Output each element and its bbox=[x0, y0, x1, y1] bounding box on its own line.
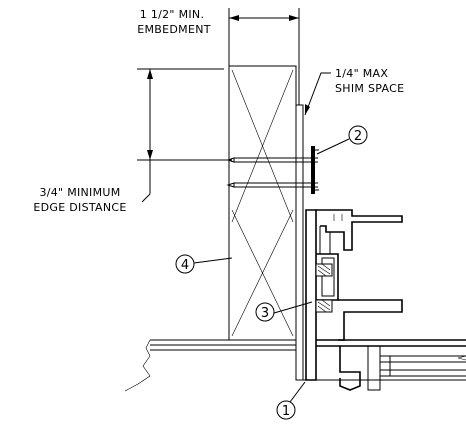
floor-substrate bbox=[124, 339, 466, 392]
callout-2-number: 2 bbox=[354, 129, 362, 144]
shim-leader bbox=[304, 72, 331, 116]
wood-buck bbox=[228, 65, 297, 341]
shim-leader-arrow bbox=[305, 104, 310, 115]
callout-3-number: 3 bbox=[261, 306, 269, 321]
fasteners bbox=[226, 146, 319, 194]
edge-label-line1: 3/4" MINIMUM bbox=[39, 186, 120, 199]
shim-label-line1: 1/4" MAX bbox=[335, 67, 388, 80]
callout-1: 1 bbox=[276, 381, 306, 420]
callout-4-number: 4 bbox=[181, 258, 189, 273]
callout-1-number: 1 bbox=[282, 404, 290, 419]
shim bbox=[295, 104, 304, 381]
callout-4: 4 bbox=[175, 254, 233, 274]
edge-distance-dimension bbox=[137, 68, 232, 203]
window-frame bbox=[305, 209, 466, 391]
embedment-label-line1: 1 1/2" MIN. bbox=[140, 8, 205, 21]
frame-screws bbox=[315, 263, 333, 313]
edge-label-line2: EDGE DISTANCE bbox=[33, 201, 126, 214]
embedment-dimension bbox=[228, 8, 300, 105]
callout-3: 3 bbox=[255, 301, 313, 322]
shim-label-line2: SHIM SPACE bbox=[335, 82, 404, 95]
embedment-label-line2: EMBEDMENT bbox=[137, 23, 211, 36]
callout-2: 2 bbox=[316, 125, 368, 155]
